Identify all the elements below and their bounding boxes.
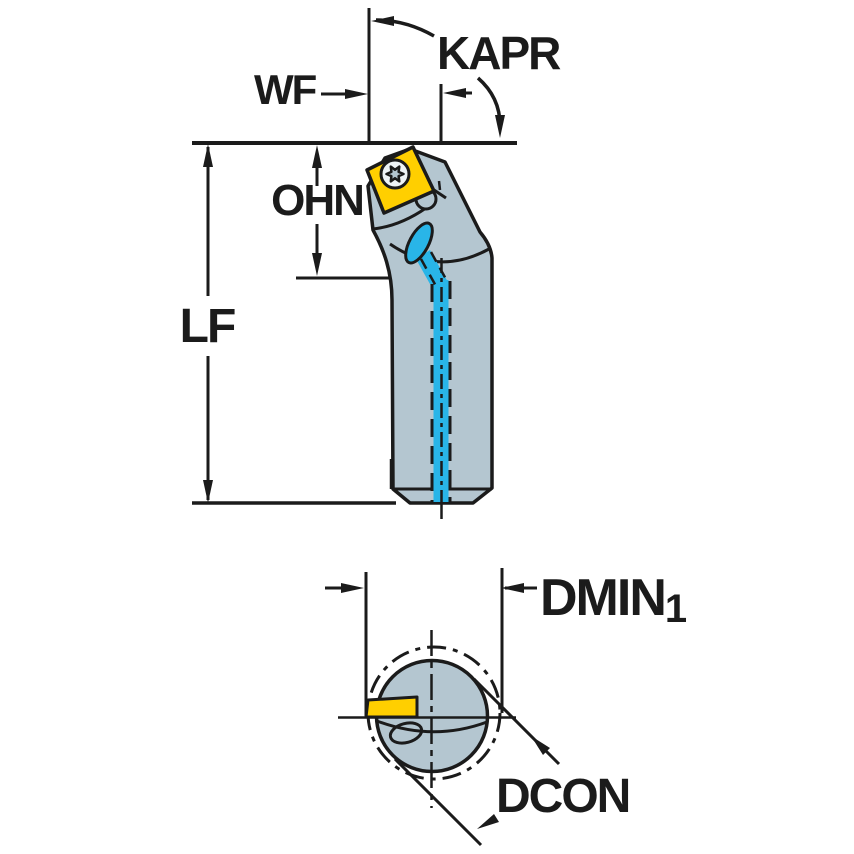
lf-arrow-down [203,480,213,503]
dmin-label: DMIN1 [540,569,687,631]
head-blend-curve [389,242,490,264]
end-view: DMIN1 DCON [325,568,689,847]
dmin-arrow-right [341,583,364,593]
dcon-arrow-upper [531,736,550,755]
dcon-label: DCON [496,770,629,823]
insert-seat-edge [433,188,447,200]
seat-tick [437,180,442,191]
cutting-insert-end-view [364,695,419,719]
lf-label: LF [180,300,235,353]
coolant-nozzle [404,221,434,265]
lf-dimension: LF [180,144,237,503]
ohn-arrow-up [312,145,322,168]
wf-arrow-right [345,89,368,99]
side-view: LF OHN WF KAPR [180,8,563,519]
torx-icon [385,165,405,183]
wf-dimension: WF [254,66,472,113]
coolant-channel [433,280,449,502]
kapr-arrow-lower [495,115,505,138]
coolant-stream [416,250,449,293]
kapr-arrow-upper [371,16,394,26]
kapr-dimension: KAPR [371,16,563,138]
ohn-label: OHN [271,176,363,225]
wf-label: WF [254,66,317,113]
ohn-dimension: OHN [271,145,365,276]
dmin-dimension: DMIN1 [325,569,689,631]
ohn-arrow-down [312,253,322,276]
coolant-hole-end-view [388,721,424,745]
dcon-tangent-lower [393,757,483,847]
pocket-facet-line [372,206,427,231]
kapr-label: KAPR [437,27,561,79]
coolant-stream-dash-left [419,258,439,289]
wf-arrow-left [443,88,466,98]
tool-body [366,147,494,505]
lf-arrow-up [203,144,213,167]
dmin-arrow-left [501,583,524,593]
dcon-arrow-lower [477,814,499,829]
dcon-dimension: DCON [393,677,631,847]
coolant-stream-dash-right [429,251,449,282]
